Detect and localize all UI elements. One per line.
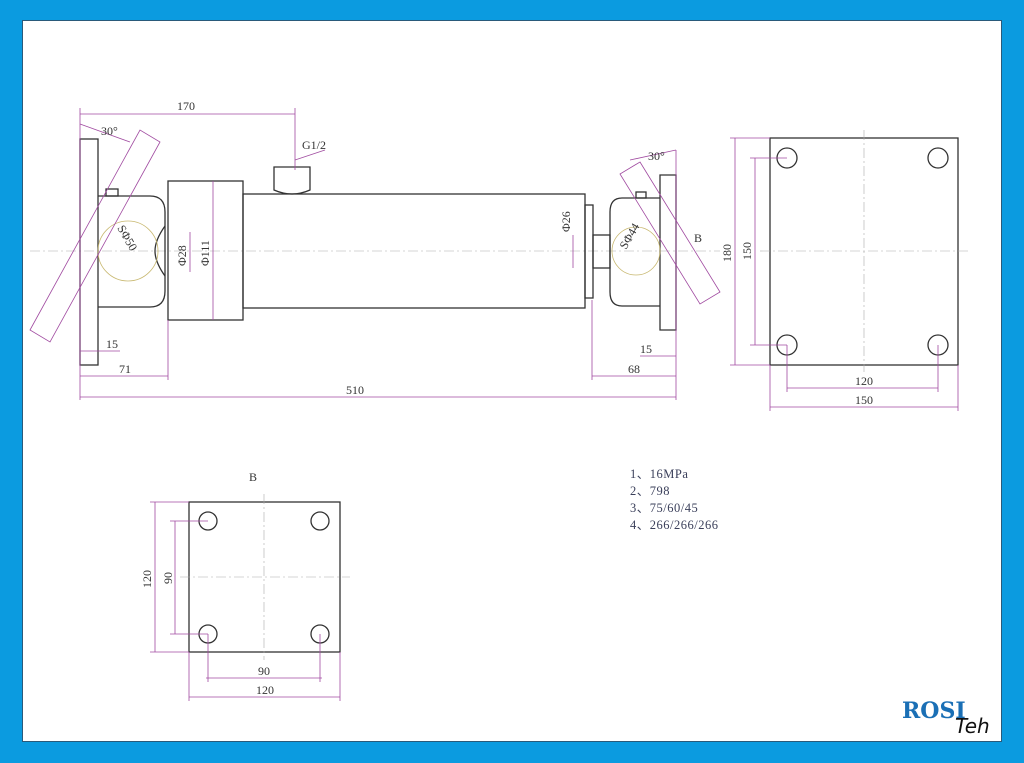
logo-suffix: Teh bbox=[955, 714, 990, 738]
drawing-sheet bbox=[22, 20, 1002, 742]
left-neck bbox=[154, 225, 166, 277]
dim-150-h: 150 bbox=[855, 393, 873, 407]
view-marker-b: B bbox=[694, 231, 702, 245]
right-tilt-outline bbox=[619, 161, 721, 305]
rositeh-logo: ROSI Teh bbox=[902, 698, 990, 738]
port-g12 bbox=[273, 166, 311, 195]
bolt-hole bbox=[310, 511, 330, 531]
dim-170: 170 bbox=[177, 99, 195, 113]
end-flange-view: 180 150 120 150 bbox=[720, 130, 968, 411]
b-view-label: B bbox=[249, 470, 257, 484]
dim-68: 68 bbox=[628, 362, 640, 376]
dim-90-h: 90 bbox=[258, 664, 270, 678]
dim-90-v: 90 bbox=[161, 572, 175, 584]
left-grease-nipple bbox=[105, 188, 119, 197]
dim-sphi44: SΦ44 bbox=[616, 221, 642, 252]
dim-120-h: 120 bbox=[256, 683, 274, 697]
logo-brand: ROSI bbox=[902, 698, 966, 724]
right-neck bbox=[592, 234, 611, 269]
dim-150-v: 150 bbox=[740, 242, 754, 260]
left-flange bbox=[79, 138, 99, 366]
left-clevis bbox=[98, 195, 166, 308]
dim-30-right: 30° bbox=[648, 149, 665, 163]
dim-120: 120 bbox=[855, 374, 873, 388]
dim-g12: G1/2 bbox=[302, 138, 326, 152]
left-tilt-outline bbox=[29, 129, 161, 343]
dim-120-v: 120 bbox=[140, 570, 154, 588]
note-item: 2、798 bbox=[630, 484, 670, 498]
b-view: B 120 90 90 120 bbox=[140, 470, 350, 701]
dim-15-left: 15 bbox=[106, 337, 118, 351]
right-grease-nipple bbox=[635, 191, 647, 199]
dim-sphi50: SΦ50 bbox=[114, 223, 140, 254]
dim-15-right: 15 bbox=[640, 342, 652, 356]
end-ring bbox=[584, 204, 594, 299]
dim-phi26: Φ26 bbox=[559, 211, 573, 232]
note-item: 4、266/266/266 bbox=[630, 518, 718, 532]
dim-71: 71 bbox=[119, 362, 131, 376]
right-clevis bbox=[609, 197, 660, 307]
note-item: 3、75/60/45 bbox=[630, 501, 698, 515]
bolt-hole bbox=[927, 147, 949, 169]
dim-510: 510 bbox=[346, 383, 364, 397]
dim-30-left: 30° bbox=[101, 124, 118, 138]
left-ball bbox=[97, 220, 159, 282]
note-item: 1、16MPa bbox=[630, 467, 688, 481]
right-ball bbox=[611, 226, 661, 276]
dim-phi111: Φ111 bbox=[198, 240, 212, 266]
dim-phi28: Φ28 bbox=[175, 245, 189, 266]
dim-180: 180 bbox=[720, 244, 734, 262]
notes: 1、16MPa 2、798 3、75/60/45 4、266/266/266 bbox=[630, 467, 718, 532]
cylinder-side-view: 170 G1/2 30° 30° SΦ50 Φ28 Φ111 Φ26 SΦ44 … bbox=[29, 99, 721, 400]
